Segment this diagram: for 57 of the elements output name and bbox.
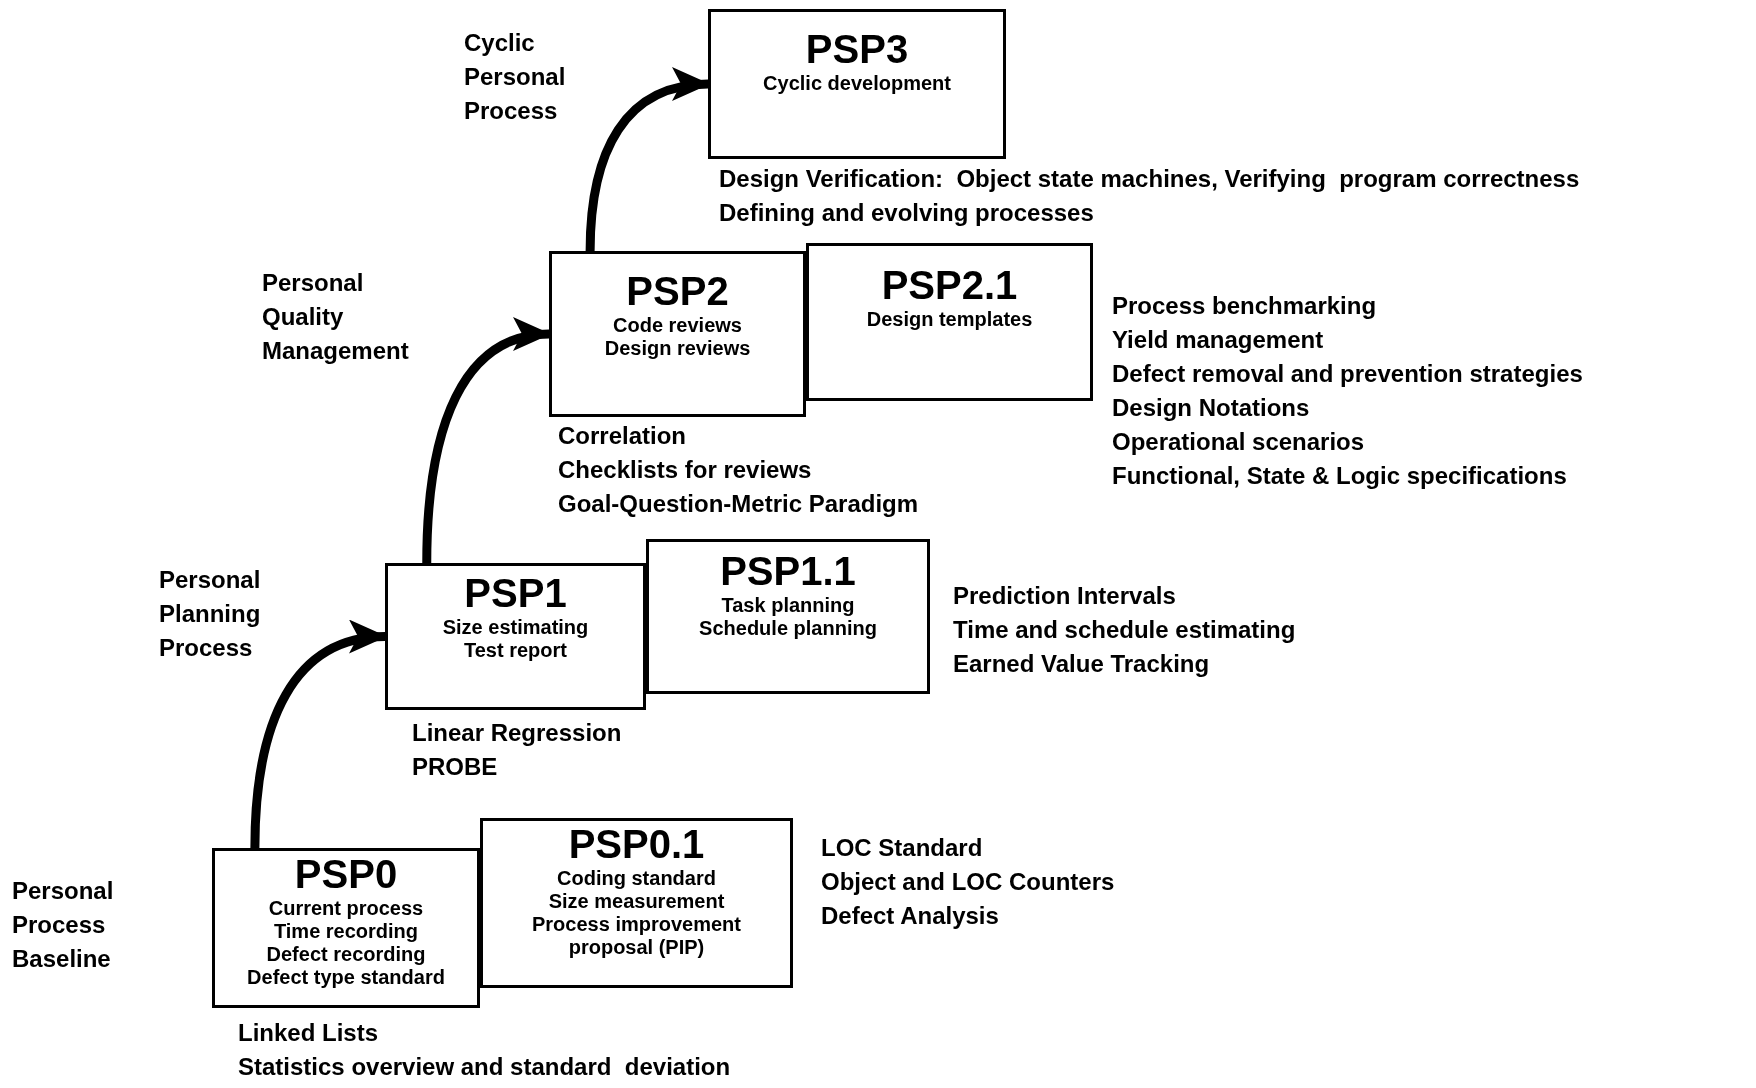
practice-text: Process improvement proposal (PIP) (531, 913, 742, 959)
level-title: PSP0.1 (568, 821, 705, 867)
practice-text: Defect recording (265, 943, 427, 966)
practice-text: Time recording (272, 920, 420, 943)
level-title: PSP2 (626, 268, 729, 314)
process-box (549, 251, 806, 417)
topic-text: Checklists for reviews (558, 455, 812, 485)
topic-text: Earned Value Tracking (953, 649, 1210, 679)
stage-label: Cyclic Personal Process (464, 28, 567, 126)
topic-text: Yield management (1112, 325, 1324, 355)
topic-text: Process benchmarking (1112, 291, 1377, 321)
practice-text: Size measurement (547, 890, 726, 913)
practice-text: Current process (267, 897, 425, 920)
topic-text: Defining and evolving processes (719, 198, 1094, 228)
practice-text: Cyclic development (762, 72, 952, 95)
level-title: PSP1.1 (720, 548, 856, 594)
level-title: PSP0 (294, 851, 398, 897)
curved-arrow (585, 69, 710, 252)
level-title: PSP2.1 (881, 262, 1018, 308)
curved-arrow (250, 622, 387, 849)
practice-text: Size estimating (441, 616, 590, 639)
topic-text: Prediction Intervals (953, 581, 1176, 611)
stage-label: Personal Planning Process (159, 565, 262, 663)
topic-text: PROBE (412, 752, 498, 782)
stage-label: Personal Quality Management (262, 268, 410, 366)
topic-text: Correlation (558, 421, 686, 451)
topic-text: Defect Analysis (821, 901, 999, 931)
curved-arrow (422, 320, 551, 564)
topic-text: Operational scenarios (1112, 427, 1365, 457)
topic-text: Design Verification: Object state machines, Verifying program correctness (719, 164, 1580, 194)
topic-text: Time and schedule estimating (953, 615, 1296, 645)
practice-text: Task planning (720, 594, 856, 617)
process-box (806, 243, 1093, 401)
level-title: PSP3 (805, 26, 909, 72)
practice-text: Code reviews (612, 314, 743, 337)
level-title: PSP1 (464, 570, 567, 616)
practice-text: Test report (463, 639, 568, 662)
process-box (480, 818, 793, 988)
topic-text: Statistics overview and standard deviation (238, 1052, 731, 1082)
stage-label: Personal Process Baseline (12, 876, 115, 974)
topic-text: Defect removal and prevention strategies (1112, 359, 1583, 389)
process-box (708, 9, 1006, 159)
process-box (212, 848, 480, 1008)
process-box (385, 563, 646, 710)
topic-text: Functional, State & Logic specifications (1112, 461, 1567, 491)
process-box (646, 539, 930, 694)
topic-text: LOC Standard (821, 833, 983, 863)
topic-text: Goal-Question-Metric Paradigm (558, 489, 919, 519)
topic-text: Object and LOC Counters (821, 867, 1115, 897)
practice-text: Schedule planning (698, 617, 878, 640)
practice-text: Design templates (865, 308, 1034, 331)
topic-text: Linear Regression (412, 718, 622, 748)
practice-text: Defect type standard (246, 966, 446, 989)
topic-text: Linked Lists (238, 1018, 379, 1048)
practice-text: Design reviews (603, 337, 752, 360)
topic-text: Design Notations (1112, 393, 1310, 423)
practice-text: Coding standard (556, 867, 717, 890)
